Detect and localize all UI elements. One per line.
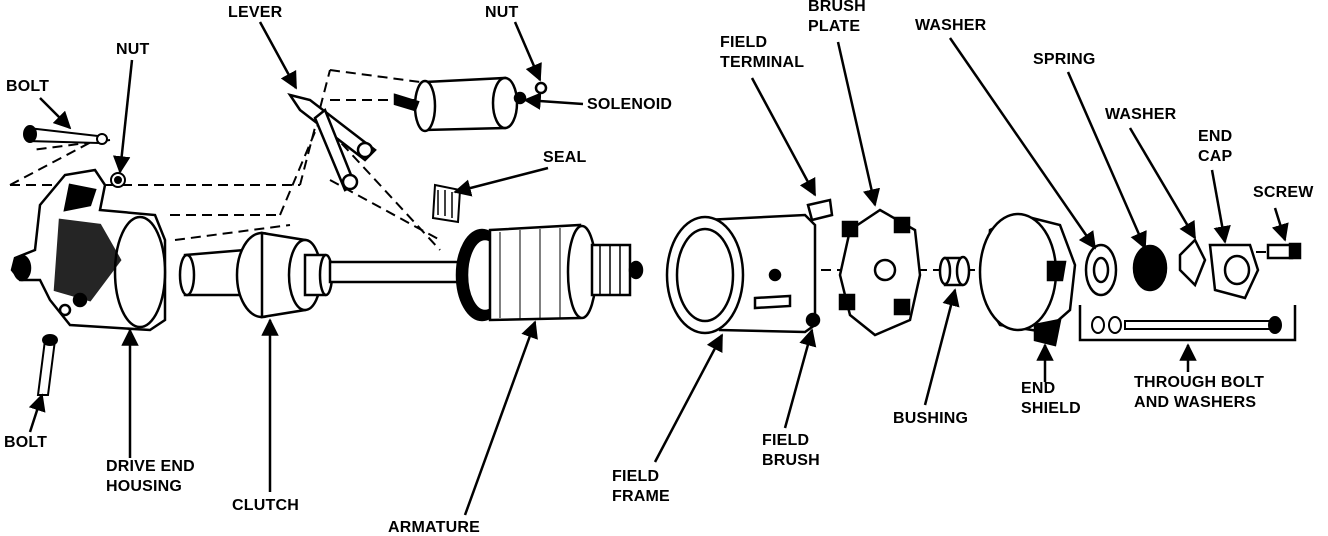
- bolt-bottom-part: [36, 334, 58, 396]
- label-bushing: BUSHING: [893, 410, 969, 427]
- label-washer-right: WASHER: [1105, 106, 1177, 123]
- label-clutch: CLUTCH: [232, 497, 299, 514]
- brush-plate-part: [838, 208, 922, 337]
- field-frame-part: [665, 198, 834, 335]
- leader-lines: [28, 21, 1289, 516]
- small-parts-right: [1084, 237, 1302, 300]
- label-armature: ARMATURE: [388, 519, 480, 536]
- label-washer-top: WASHER: [915, 17, 987, 34]
- label-solenoid: SOLENOID: [587, 96, 673, 113]
- drive-end-housing-part: [10, 168, 167, 332]
- clutch-part: [178, 231, 334, 319]
- solenoid-part: [393, 76, 548, 133]
- nut-left-part: [110, 172, 126, 188]
- label-lever: LEVER: [228, 4, 283, 21]
- bushing-part: [938, 255, 971, 287]
- seal-part: [431, 183, 462, 224]
- label-seal: SEAL: [543, 149, 587, 166]
- label-bolt-top: BOLT: [6, 78, 50, 95]
- label-nut-top: NUT: [485, 4, 519, 21]
- end-shield-part: [978, 212, 1077, 347]
- bolt-top-part: [23, 125, 108, 145]
- label-bolt-bottom: BOLT: [4, 434, 48, 451]
- label-nut-left: NUT: [116, 41, 150, 58]
- label-screw: SCREW: [1253, 184, 1314, 201]
- through-bolt-part: [1078, 305, 1297, 342]
- lever-part: [287, 93, 377, 192]
- label-spring: SPRING: [1033, 51, 1096, 68]
- armature-part: [328, 223, 644, 322]
